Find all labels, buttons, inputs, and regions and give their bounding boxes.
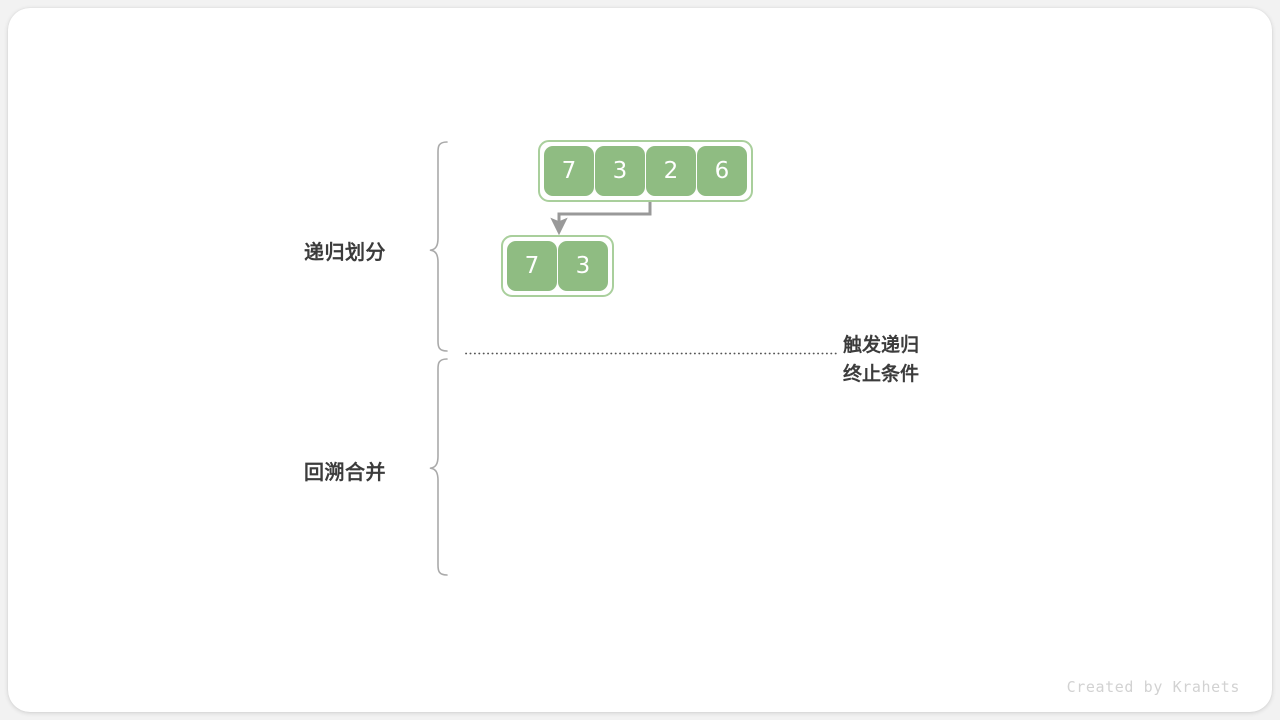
recursion-termination-annotation: 触发递归 终止条件 [843,331,919,389]
partition-arrow [550,196,652,236]
phase-label-divide: 递归划分 [304,240,386,264]
array-cell: 7 [544,146,594,196]
phase-label-merge: 回溯合并 [304,460,386,484]
array-left-subarray: 7 3 [501,235,614,297]
array-cell: 3 [558,241,608,291]
watermark-credit: Created by Krahets [1066,678,1240,696]
array-cell: 7 [507,241,557,291]
array-cell: 2 [646,146,696,196]
annotation-line-2: 终止条件 [843,362,920,385]
array-root: 7 3 2 6 [538,140,753,202]
array-cell: 6 [697,146,747,196]
brace-merge [429,358,448,576]
diagram-card [8,8,1272,712]
annotation-line-1: 触发递归 [843,334,920,356]
array-cell: 3 [595,146,645,196]
brace-divide [429,141,448,352]
